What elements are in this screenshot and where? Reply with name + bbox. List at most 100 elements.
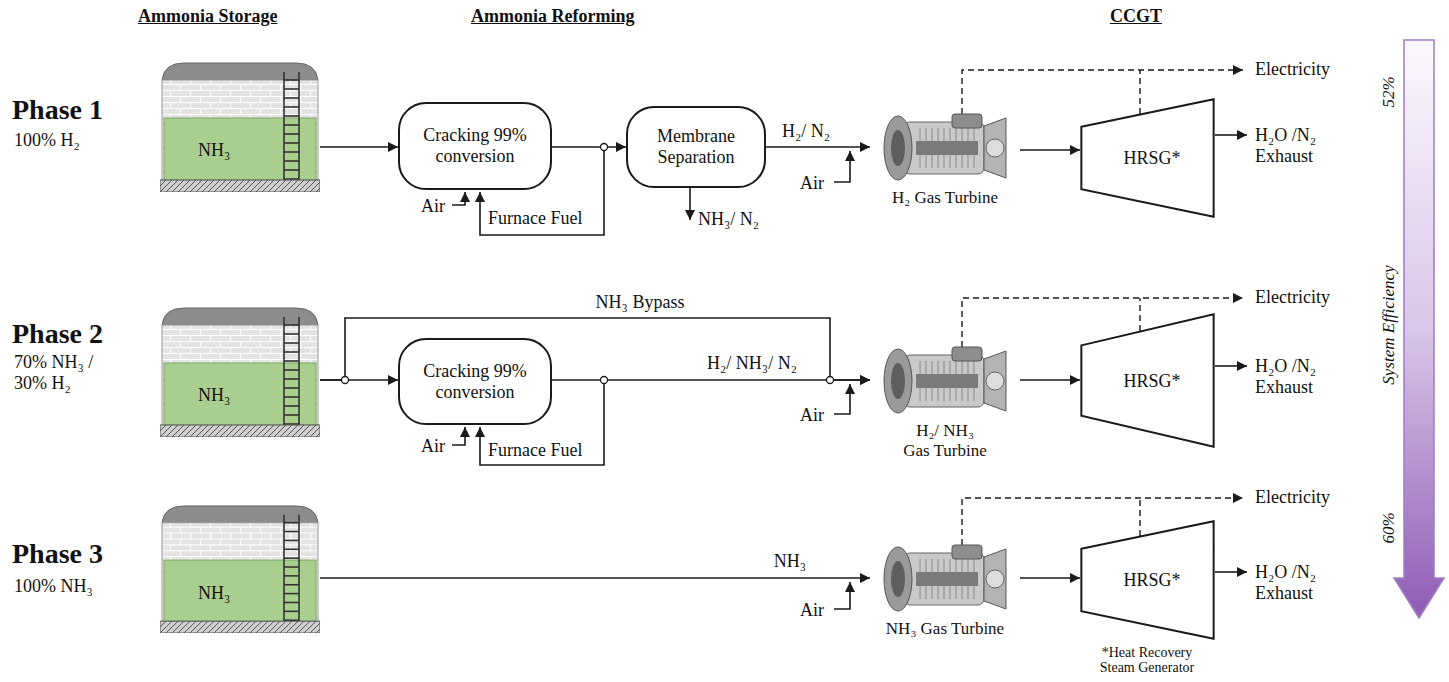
- drawing-rect: [916, 572, 978, 586]
- heading-label: Phase 2: [12, 318, 103, 350]
- drawing-circle: [986, 570, 1004, 588]
- power-line: [1139, 298, 1140, 331]
- drawing-line: [284, 549, 299, 551]
- flow-connector: [320, 146, 398, 148]
- drawing-line: [284, 351, 299, 353]
- text-label: Electricity: [1255, 287, 1330, 308]
- drawing-rect: [904, 553, 984, 605]
- tank-drawing: [160, 60, 320, 192]
- axis-label: System Efficiency: [1379, 265, 1399, 384]
- drawing-path: [162, 308, 318, 325]
- node-text: NH₃: [198, 583, 230, 604]
- drawing-ellipse: [884, 547, 912, 611]
- drawing-line: [284, 611, 299, 613]
- air-line: [452, 192, 465, 205]
- air-line: [834, 384, 850, 414]
- gas-turbine: H₂/ NH₃ Gas Turbine: [870, 345, 1020, 463]
- node-text: HRSG*: [1124, 370, 1181, 391]
- edge-label: NH₃: [772, 551, 808, 572]
- drawing-line: [284, 142, 299, 144]
- storage-tank: NH₃: [160, 503, 320, 633]
- drawing-line: [298, 72, 300, 180]
- node-text: H₂ Gas Turbine: [875, 188, 1015, 208]
- hrsg-unit: HRSG*: [1080, 313, 1215, 448]
- drawing-rect: [160, 425, 320, 437]
- drawing-line: [283, 515, 285, 621]
- drawing-line: [284, 566, 299, 568]
- text-label: Electricity: [1255, 487, 1330, 508]
- drawing-polygon: [1081, 99, 1213, 217]
- process-box: Cracking 99% conversion: [398, 338, 552, 425]
- edge-label: NH₃ Bypass: [594, 292, 687, 313]
- drawing-path: [162, 63, 318, 80]
- heading-label: Ammonia Storage: [138, 6, 277, 27]
- drawing-line: [284, 115, 299, 117]
- node-text: Cracking 99% conversion: [417, 361, 533, 402]
- drawing-path: [984, 118, 1006, 178]
- drawing-line: [284, 396, 299, 398]
- exhaust-line: [1215, 134, 1247, 136]
- node-text: NH₃: [198, 140, 230, 161]
- text-label: NH₃/ N₂: [698, 209, 759, 230]
- drawing-line: [284, 540, 299, 542]
- power-line: [1139, 498, 1140, 536]
- junction-dot: [342, 377, 349, 384]
- drawing-path: [984, 549, 1006, 609]
- exhaust-line: [1215, 365, 1247, 367]
- drawing-line: [284, 378, 299, 380]
- drawing-line: [284, 369, 299, 371]
- text-label: Furnace Fuel: [488, 208, 582, 229]
- text-label: Air: [421, 436, 445, 457]
- drawing-rect: [952, 545, 982, 559]
- heading-label: Phase 1: [12, 94, 103, 126]
- drawing-rect: [160, 180, 320, 192]
- air-line: [834, 151, 850, 182]
- heading-label: CCGT: [1110, 6, 1162, 27]
- flow-connector: [1020, 149, 1080, 151]
- flow-connector: [1020, 379, 1080, 381]
- text-label: Air: [800, 405, 824, 426]
- drawing-line: [284, 387, 299, 389]
- drawing-line: [284, 584, 299, 586]
- drawing-line: [284, 333, 299, 335]
- edge-label: H₂/ N₂: [780, 121, 832, 142]
- node-text: NH₃: [198, 385, 230, 406]
- drawing-g: [284, 317, 299, 425]
- drawing-ellipse: [891, 363, 905, 399]
- drawing-line: [284, 342, 299, 344]
- drawing-ellipse: [891, 561, 905, 597]
- drawing-rect: [162, 523, 318, 621]
- drawing-line: [284, 169, 299, 171]
- drawing-rect: [916, 141, 978, 155]
- air-line: [834, 582, 850, 609]
- gas-turbine: H₂ Gas Turbine: [870, 112, 1020, 210]
- drawing-rect: [164, 118, 316, 180]
- drawing-rect: [160, 621, 320, 633]
- tank-drawing: [160, 503, 320, 633]
- drawing-line: [284, 79, 299, 81]
- drawing-line: [284, 405, 299, 407]
- text-label: Furnace Fuel: [488, 440, 582, 461]
- process-box: Membrane Separation: [626, 106, 766, 188]
- air-line: [452, 427, 465, 445]
- flow-connector: [552, 379, 870, 381]
- drawing-rect: [916, 374, 978, 388]
- axis-label: 52%: [1379, 76, 1399, 107]
- tank-drawing: [160, 305, 320, 437]
- drawing-circle: [986, 139, 1004, 157]
- drawing-line: [284, 522, 299, 524]
- drawing-rect: [952, 347, 982, 361]
- drawing-line: [284, 593, 299, 595]
- junction-dot: [827, 377, 834, 384]
- drawing-line: [284, 151, 299, 153]
- drawing-ellipse: [884, 349, 912, 413]
- drawing-ellipse: [884, 116, 912, 180]
- drawing-line: [284, 133, 299, 135]
- drawing-rect: [164, 560, 316, 621]
- turbine-drawing: [876, 345, 1011, 417]
- drawing-line: [284, 324, 299, 326]
- text-label: 100% H₂: [14, 130, 80, 151]
- flow-lines: [452, 135, 1247, 609]
- text-label: Air: [800, 173, 824, 194]
- text-label: Air: [421, 196, 445, 217]
